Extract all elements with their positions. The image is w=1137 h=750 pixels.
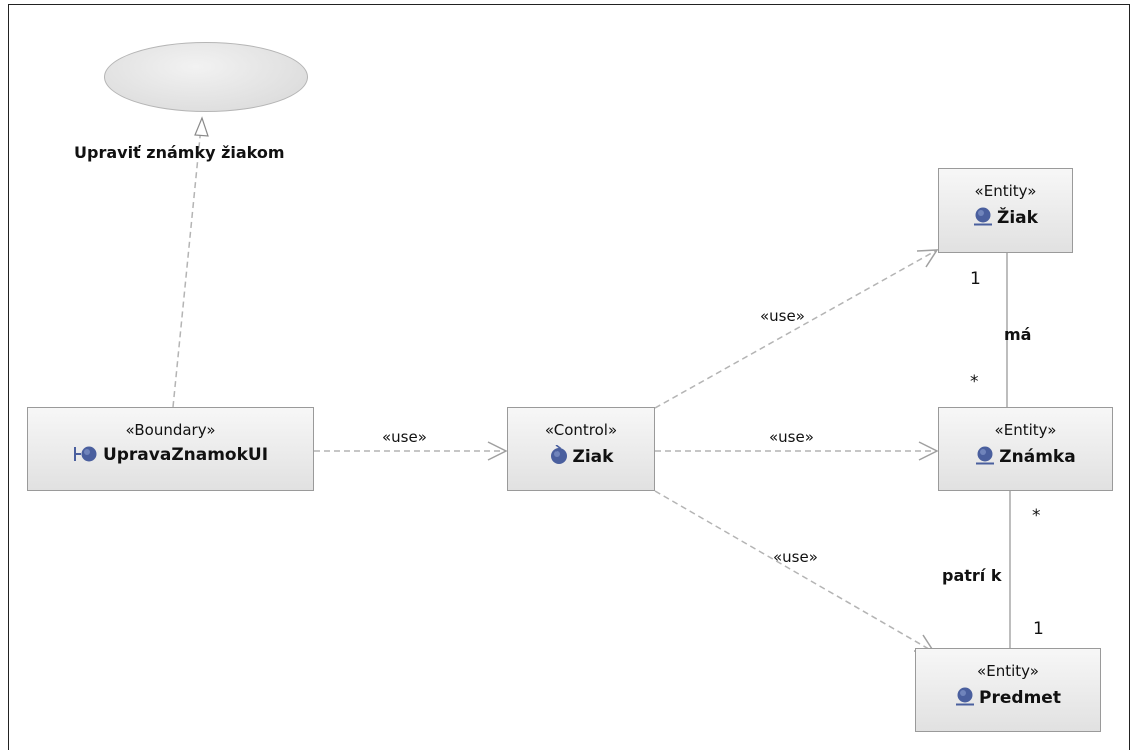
stereotype-label: «Boundary»	[125, 421, 216, 439]
class-name: Známka	[999, 447, 1076, 467]
use-arrowhead	[918, 441, 939, 461]
control-icon	[550, 444, 567, 464]
use-dependency-line[interactable]	[654, 249, 938, 409]
stereotype-label: «Control»	[544, 421, 618, 439]
class-name-row: Žiak	[939, 206, 1072, 228]
class-name: Žiak	[997, 208, 1038, 228]
multiplicity-label: 1	[970, 269, 981, 289]
multiplicity-label: 1	[1033, 619, 1044, 639]
stereotype-label: «Entity»	[974, 182, 1037, 200]
use-arrowhead	[487, 441, 508, 461]
class-name-row: UpravaZnamokUI	[28, 445, 313, 465]
stereotype-label: «Entity»	[977, 662, 1039, 680]
dependency-label: «use»	[773, 548, 818, 566]
boundary-icon	[73, 446, 97, 462]
class-name-row: Predmet	[916, 686, 1100, 708]
entity-icon	[956, 687, 975, 706]
dependency-label: «use»	[382, 428, 427, 446]
control-class[interactable]: «Control» Ziak	[507, 407, 655, 491]
entity-icon	[974, 207, 993, 226]
use-dependency-line[interactable]	[654, 490, 935, 653]
boundary-class[interactable]: «Boundary» UpravaZnamokUI	[27, 407, 314, 491]
entity-icon	[976, 446, 995, 465]
realization-arrowhead	[194, 116, 209, 137]
multiplicity-label: *	[1032, 506, 1041, 526]
association-name: patrí k	[942, 566, 1002, 585]
class-name: Ziak	[572, 447, 614, 467]
entity-class-predmet[interactable]: «Entity» Predmet	[915, 648, 1101, 732]
class-name: UpravaZnamokUI	[102, 445, 269, 465]
multiplicity-label: *	[970, 372, 979, 392]
class-name: Predmet	[979, 688, 1061, 708]
realization-line	[172, 126, 202, 408]
entity-class-znamka[interactable]: «Entity» Známka	[938, 407, 1113, 491]
stereotype-label: «Entity»	[994, 421, 1057, 439]
entity-class-ziak[interactable]: «Entity» Žiak	[938, 168, 1073, 253]
use-case-ellipse[interactable]	[104, 42, 308, 112]
use-arrowhead	[916, 249, 939, 268]
dependency-label: «use»	[769, 428, 814, 446]
class-name-row: Známka	[939, 445, 1112, 467]
association-name: má	[1004, 325, 1032, 344]
dependency-label: «use»	[760, 307, 805, 325]
diagram-frame	[8, 4, 1130, 750]
class-name-row: Ziak	[508, 444, 654, 467]
use-case-name: Upraviť známky žiakom	[74, 143, 285, 162]
